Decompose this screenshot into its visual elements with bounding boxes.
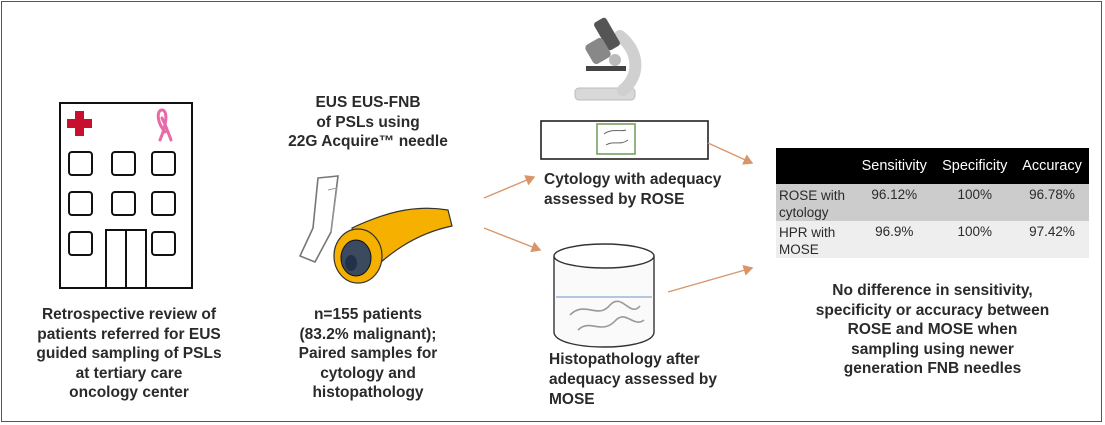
conclusion-line: generation FNB needles bbox=[843, 360, 1022, 377]
left-caption-line: oncology center bbox=[69, 384, 189, 401]
flow-arrows bbox=[483, 142, 754, 293]
results-header-row: Sensitivity Specificity Accuracy bbox=[776, 148, 1089, 184]
specificity-value: 100% bbox=[934, 221, 1016, 258]
conclusion-line: sampling using newer bbox=[851, 340, 1014, 358]
results-header-cell: Sensitivity bbox=[854, 148, 935, 184]
method-caption-line: of PSLs using bbox=[316, 113, 420, 131]
method-caption-line: EUS EUS-FNB bbox=[315, 94, 421, 111]
accuracy-value: 96.78% bbox=[1015, 184, 1089, 221]
cohort-caption-line: (83.2% malignant); bbox=[299, 325, 437, 343]
slide-icon bbox=[540, 120, 709, 160]
results-table: Sensitivity Specificity Accuracy ROSE wi… bbox=[776, 148, 1089, 258]
left-caption: Retrospective review of patients referre… bbox=[18, 305, 240, 403]
arrow-from-slide bbox=[707, 142, 754, 165]
row-label: HPR with MOSE bbox=[776, 221, 854, 258]
row-label: ROSE with cytology bbox=[776, 184, 854, 221]
hospital-door bbox=[105, 229, 147, 289]
arrow-to-cytology bbox=[483, 175, 536, 199]
accuracy-value: 97.42% bbox=[1015, 221, 1089, 258]
cross-icon bbox=[67, 111, 92, 136]
conclusion-caption: No difference in sensitivity, specificit… bbox=[780, 281, 1085, 379]
table-row: ROSE with cytology 96.12% 100% 96.78% bbox=[776, 184, 1089, 221]
results-header-cell: Specificity bbox=[934, 148, 1016, 184]
histopathology-caption-line: adequacy assessed by bbox=[549, 371, 718, 388]
conclusion-line: ROSE and MOSE when bbox=[847, 321, 1018, 338]
hospital-icon bbox=[59, 102, 193, 289]
cytology-caption-line: assessed by ROSE bbox=[544, 191, 685, 208]
histopathology-caption-line: MOSE bbox=[549, 391, 595, 408]
conclusion-line: specificity or accuracy between bbox=[815, 301, 1050, 319]
specimen-container-icon bbox=[553, 243, 655, 348]
method-caption: EUS EUS-FNB of PSLs using 22G Acquire™ n… bbox=[268, 93, 468, 152]
cohort-caption-line: histopathology bbox=[312, 384, 424, 401]
left-caption-line: patients referred for EUS bbox=[37, 325, 221, 343]
cohort-caption: n=155 patients (83.2% malignant); Paired… bbox=[268, 305, 468, 403]
table-row: HPR with MOSE 96.9% 100% 97.42% bbox=[776, 221, 1089, 258]
cohort-caption-line: cytology and bbox=[320, 364, 416, 382]
microscope-icon bbox=[574, 17, 642, 101]
left-caption-line: Retrospective review of bbox=[41, 306, 216, 323]
hospital-windows bbox=[68, 151, 176, 256]
left-caption-line: at tertiary care bbox=[75, 364, 183, 382]
left-caption-line: guided sampling of PSLs bbox=[36, 345, 222, 362]
sensitivity-value: 96.9% bbox=[854, 221, 935, 258]
cohort-caption-line: Paired samples for bbox=[298, 345, 438, 362]
arrow-to-histopathology bbox=[483, 227, 542, 253]
histopathology-caption: Histopathology after adequacy assessed b… bbox=[549, 350, 717, 410]
cohort-caption-line: n=155 patients bbox=[313, 306, 423, 323]
arrow-from-container bbox=[667, 264, 754, 293]
cytology-caption: Cytology with adequacy assessed by ROSE bbox=[544, 170, 721, 210]
results-header-cell: Accuracy bbox=[1015, 148, 1089, 184]
needle-icon bbox=[298, 175, 453, 284]
results-header-cell bbox=[776, 148, 854, 184]
histopathology-caption-line: Histopathology after bbox=[549, 351, 700, 368]
cytology-caption-line: Cytology with adequacy bbox=[544, 171, 722, 188]
method-caption-line: 22G Acquire™ needle bbox=[288, 133, 448, 150]
sensitivity-value: 96.12% bbox=[854, 184, 935, 221]
ribbon-icon bbox=[156, 108, 173, 142]
conclusion-line: No difference in sensitivity, bbox=[832, 282, 1033, 299]
specificity-value: 100% bbox=[934, 184, 1016, 221]
